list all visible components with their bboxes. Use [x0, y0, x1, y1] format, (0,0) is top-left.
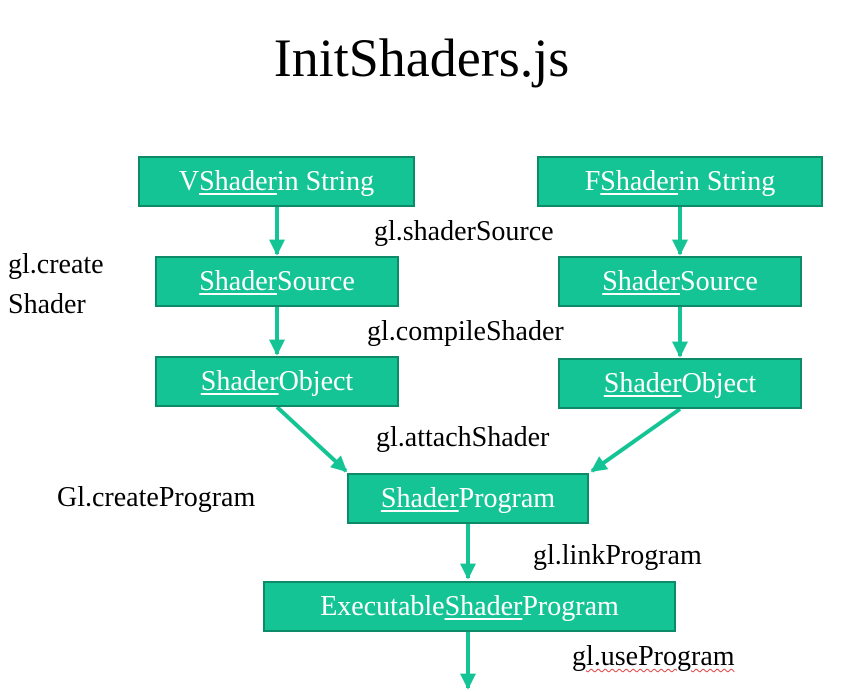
label-gl-link-program: gl.linkProgram — [533, 540, 702, 571]
right-shader-source-box: Shader Source — [558, 256, 802, 307]
left-shader-object-box: Shader Object — [155, 356, 399, 407]
arrow-left-object-to-program — [275, 405, 348, 473]
label-gl-create-shader-line1: gl.create — [8, 249, 104, 280]
label-gl-attach-shader: gl.attachShader — [376, 422, 550, 453]
page-title: InitShaders.js — [273, 28, 570, 88]
label-gl-compile-shader: gl.compileShader — [367, 316, 564, 347]
left-shader-source-box: Shader Source — [155, 256, 399, 307]
f-shader-in-string-box: F Shader in String — [537, 156, 823, 207]
v-shader-in-string-box: V Shader in String — [138, 156, 415, 207]
arrow-right-object-to-program — [590, 407, 682, 473]
label-gl-create-program: Gl.createProgram — [57, 482, 256, 513]
shader-program-box: Shader Program — [347, 473, 589, 524]
label-gl-create-shader-line2: Shader — [8, 289, 86, 320]
executable-shader-program-box: Executable Shader Program — [263, 581, 676, 632]
right-shader-object-box: Shader Object — [558, 358, 802, 409]
label-gl-use-program: gl.useProgram — [572, 641, 735, 672]
label-gl-shader-source: gl.shaderSource — [374, 216, 554, 247]
